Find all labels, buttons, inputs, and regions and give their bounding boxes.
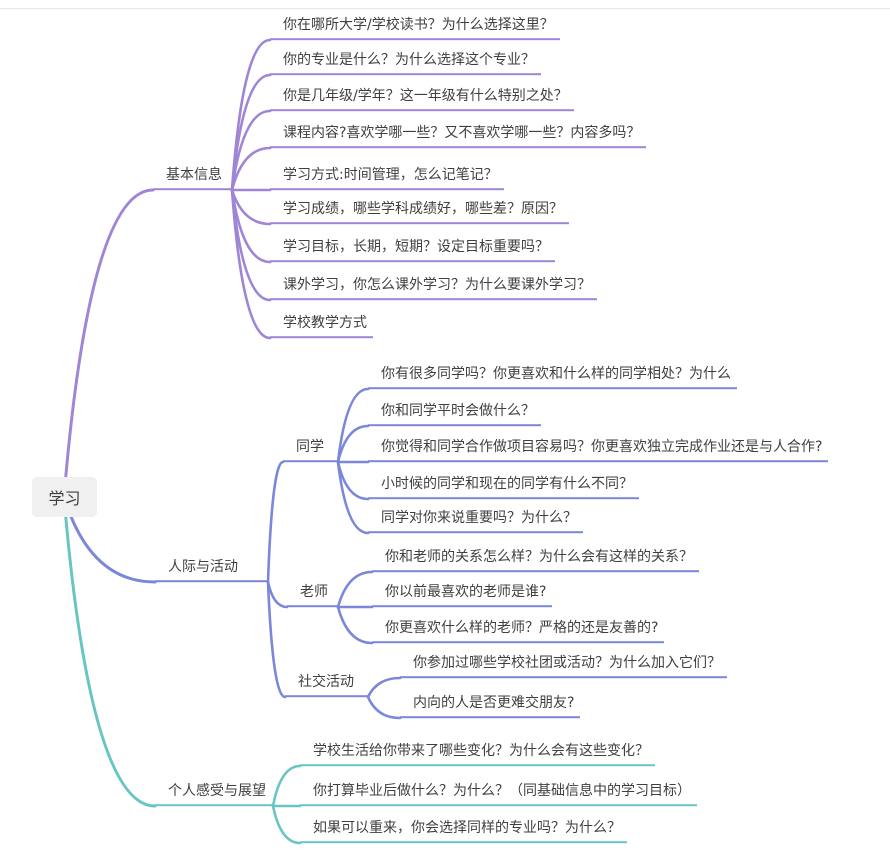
- leaf-topic[interactable]: 课程内容?喜欢学哪一些？又不喜欢学哪一些？内容多吗？: [270, 121, 647, 148]
- leaf-topic[interactable]: 你的专业是什么？为什么选择这个专业？: [270, 48, 541, 75]
- topic-text: 老师: [300, 584, 328, 601]
- branch-connector: [271, 764, 302, 808]
- topic-text: 你有很多同学吗？你更喜欢和什么样的同学相处？为什么: [381, 366, 731, 383]
- branch-connector: [266, 580, 287, 699]
- topic-text: 社交活动: [298, 674, 354, 691]
- leaf-topic[interactable]: 同学对你来说重要吗？为什么？: [368, 506, 583, 533]
- topic-text: 内向的人是否更难交朋友?: [413, 695, 575, 712]
- branch-connector: [336, 424, 370, 464]
- topic-text: 学校教学方式: [283, 315, 367, 332]
- branch-connector: [62, 495, 157, 808]
- leaf-topic[interactable]: 学习目标，长期，短期？设定目标重要吗？: [270, 235, 555, 262]
- branch-connector: [230, 73, 272, 192]
- branch-connector: [230, 109, 272, 192]
- topic-text: 学习方式:时间管理，怎么记笔记？: [283, 167, 498, 184]
- branch-topic[interactable]: 个人感受与展望: [155, 779, 273, 806]
- leaf-topic[interactable]: 学习成绩，哪些学科成绩好，哪些差？原因？: [270, 197, 569, 224]
- topic-text: 你以前最喜欢的老师是谁?: [385, 584, 547, 601]
- leaf-topic[interactable]: 你以前最喜欢的老师是谁?: [372, 580, 553, 607]
- topic-text: 人际与活动: [168, 559, 238, 576]
- topic-text: 你是几年级/学年？这一年级有什么特别之处？: [283, 88, 568, 105]
- leaf-topic[interactable]: 你在哪所大学/学校读书？为什么选择这里？: [270, 13, 560, 40]
- leaf-topic[interactable]: 你觉得和同学合作做项目容易吗？你更喜欢独立完成作业还是与人合作?: [368, 435, 829, 462]
- topic-text: 你的专业是什么？为什么选择这个专业？: [283, 52, 535, 69]
- topic-text: 课程内容?喜欢学哪一些？又不喜欢学哪一些？内容多吗？: [283, 125, 641, 142]
- topic-text: 你参加过哪些学校社团或活动？为什么加入它们？: [413, 655, 721, 672]
- sub-topic[interactable]: 同学: [283, 435, 338, 462]
- leaf-topic[interactable]: 你有很多同学吗？你更喜欢和什么样的同学相处？为什么: [368, 362, 737, 389]
- topic-text: 你更喜欢什么样的老师？严格的还是友善的?: [385, 620, 659, 637]
- root-topic-label: 学习: [48, 489, 81, 508]
- leaf-topic[interactable]: 学校生活给你带来了哪些变化？为什么会有这些变化？: [300, 739, 655, 766]
- topic-text: 你和老师的关系怎么样？为什么会有这样的关系？: [385, 549, 693, 566]
- branch-connector: [230, 188, 272, 340]
- branch-connector: [230, 146, 272, 192]
- leaf-topic[interactable]: 你打算毕业后做什么？为什么？（同基础信息中的学习目标）: [300, 779, 697, 806]
- topic-text: 学习成绩，哪些学科成绩好，哪些差？原因？: [283, 201, 563, 218]
- root-topic[interactable]: 学习: [32, 477, 97, 517]
- topic-text: 你打算毕业后做什么？为什么？（同基础信息中的学习目标）: [313, 783, 691, 800]
- leaf-topic[interactable]: 学校教学方式: [270, 311, 373, 338]
- sub-topic[interactable]: 社交活动: [285, 670, 368, 697]
- branch-connector: [366, 695, 402, 720]
- branch-topic[interactable]: 人际与活动: [155, 555, 268, 582]
- leaf-topic[interactable]: 你是几年级/学年？这一年级有什么特别之处？: [270, 84, 574, 111]
- sub-topic[interactable]: 老师: [287, 580, 338, 607]
- leaf-topic[interactable]: 课外学习，你怎么课外学习？为什么要课外学习？: [270, 273, 597, 300]
- branch-connector: [336, 605, 374, 645]
- topic-text: 课外学习，你怎么课外学习？为什么要课外学习？: [283, 277, 591, 294]
- topic-text: 你觉得和同学合作做项目容易吗？你更喜欢独立完成作业还是与人合作?: [381, 439, 823, 456]
- topic-text: 同学对你来说重要吗？为什么？: [381, 510, 577, 527]
- topic-text: 基本信息: [166, 167, 222, 184]
- branch-connector: [271, 804, 302, 845]
- topic-text: 学习目标，长期，短期？设定目标重要吗？: [283, 239, 549, 256]
- branch-connector: [230, 38, 272, 192]
- leaf-topic[interactable]: 你和同学平时会做什么？: [368, 399, 541, 426]
- leaf-topic[interactable]: 内向的人是否更难交朋友?: [400, 691, 581, 718]
- branch-connector: [336, 570, 374, 609]
- top-divider: [0, 8, 890, 9]
- topic-text: 如果可以重来，你会选择同样的专业吗？为什么？: [313, 820, 621, 837]
- branch-topic[interactable]: 基本信息: [153, 163, 232, 190]
- branch-connector: [366, 676, 402, 699]
- topic-text: 你和同学平时会做什么？: [381, 403, 535, 420]
- topic-text: 学校生活给你带来了哪些变化？为什么会有这些变化？: [313, 743, 649, 760]
- leaf-topic[interactable]: 小时候的同学和现在的同学有什么不同？: [368, 472, 639, 499]
- leaf-topic[interactable]: 你和老师的关系怎么样？为什么会有这样的关系？: [372, 545, 699, 572]
- topic-text: 小时候的同学和现在的同学有什么不同？: [381, 476, 633, 493]
- branch-connector: [266, 580, 289, 609]
- leaf-topic[interactable]: 如果可以重来，你会选择同样的专业吗？为什么？: [300, 816, 627, 843]
- branch-connector: [336, 387, 370, 464]
- topic-text: 同学: [296, 439, 324, 456]
- branch-connector: [266, 460, 285, 584]
- topic-text: 你在哪所大学/学校读书？为什么选择这里？: [283, 17, 554, 34]
- branch-connector: [336, 460, 370, 535]
- leaf-topic[interactable]: 学习方式:时间管理，怎么记笔记？: [270, 163, 504, 190]
- topic-text: 个人感受与展望: [168, 783, 266, 800]
- branch-connector: [62, 188, 155, 499]
- leaf-topic[interactable]: 你参加过哪些学校社团或活动？为什么加入它们？: [400, 651, 727, 678]
- leaf-topic[interactable]: 你更喜欢什么样的老师？严格的还是友善的?: [372, 616, 665, 643]
